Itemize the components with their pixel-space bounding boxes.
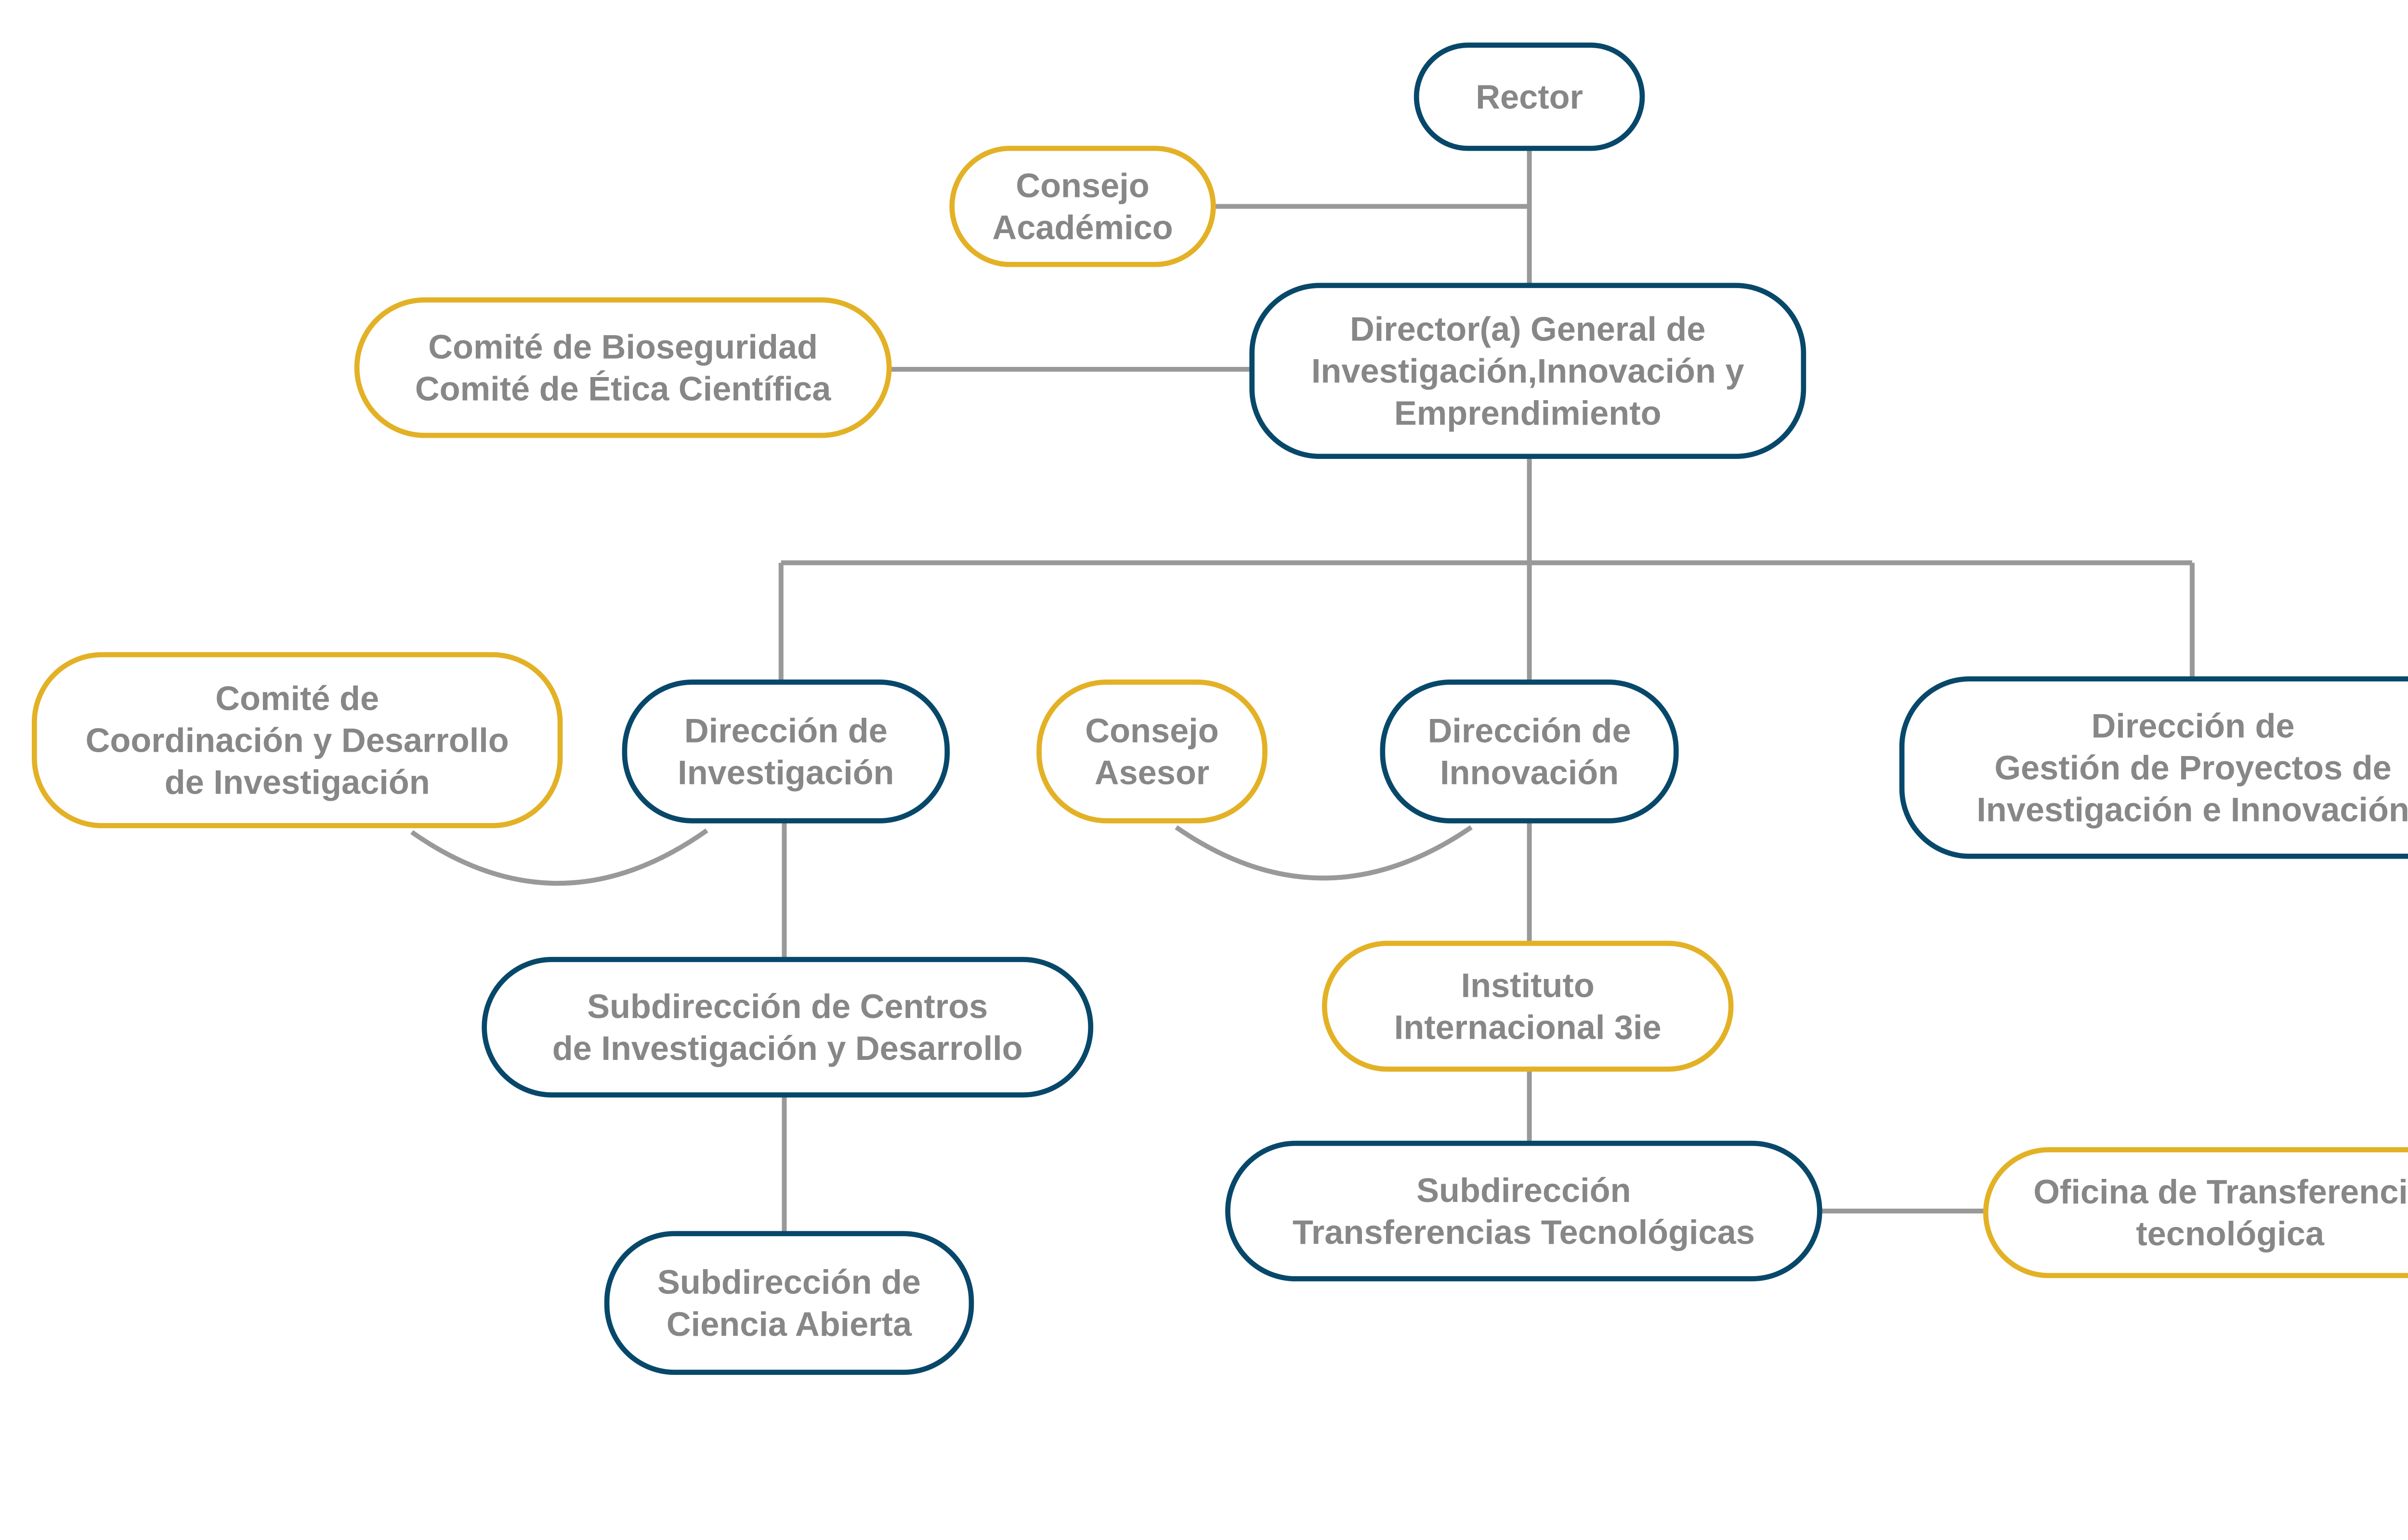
node-box [1322,940,1734,1072]
node-label: Dirección de [2092,706,2295,744]
node-label: Comité de Ética Científica [415,370,831,408]
node-box [1249,283,1806,459]
node-direccion-gestion: Dirección de Gestión de Proyectos de Inves… [1899,676,2408,859]
node-direccion-investigacion: Dirección de Investigación [622,679,950,823]
node-label: Investigación [678,754,894,792]
node-label: Comité de [215,679,379,717]
node-label: Asesor [1095,754,1209,792]
node-label: Ciencia Abierta [667,1305,912,1343]
node-box [949,145,1216,267]
connectors [410,148,2195,1234]
node-label: Transferencias Tecnológicas [1293,1213,1755,1251]
node-box [482,957,1094,1098]
node-label: Innovación [1440,754,1619,792]
node-rector: Rector [1413,42,1645,151]
node-direccion-innovacion: Dirección de Innovación [1380,679,1679,823]
node-box [1983,1147,2408,1279]
node-label: Gestión de Proyectos de [1994,748,2391,786]
node-label: Consejo [1016,167,1149,205]
node-label: Instituto [1461,966,1595,1005]
node-label: Dirección de [684,711,888,749]
node-label: Subdirección [1416,1171,1631,1209]
node-box [1380,679,1679,823]
node-label: Investigación,Innovación y [1311,352,1744,390]
node-label: Dirección de [1428,711,1631,749]
node-label: Investigación e Innovación [1976,791,2408,829]
node-box [622,679,950,823]
node-subdireccion-ciencia-abierta: Subdirección de Ciencia Abierta [604,1231,974,1375]
node-label: Director(a) General de [1350,310,1706,348]
node-label: Subdirección de Centros [587,987,988,1025]
node-label: Internacional 3ie [1394,1008,1662,1046]
node-box [31,652,563,828]
node-director-general: Director(a) General de Investigación,Inno… [1249,283,1806,459]
node-box [354,297,892,438]
node-box [1899,676,2408,859]
node-label: de Investigación [165,763,430,801]
node-box [1413,42,1645,151]
node-box [1036,679,1268,823]
node-subdireccion-centros: Subdirección de Centros de Investigación … [482,957,1094,1098]
node-label: Consejo [1085,711,1218,749]
node-label: de Investigación y Desarrollo [552,1029,1023,1067]
node-label: Rector [1476,78,1583,116]
node-label: Comité de Bioseguridad [428,327,818,365]
node-label: Subdirección de [657,1263,921,1301]
node-label: tecnológica [2136,1214,2325,1253]
node-comite-coordinacion: Comité de Coordinación y Desarrollo de Inv… [31,652,563,828]
connector-curve [1175,825,1473,881]
node-box [604,1231,974,1375]
node-box [1225,1140,1822,1281]
node-label: Oficina de Transferencia [2033,1173,2408,1211]
node-label: Coordinación y Desarrollo [86,721,509,759]
node-label: Emprendimiento [1394,394,1662,432]
node-label: Académico [992,209,1173,247]
connector-curve [410,828,708,886]
